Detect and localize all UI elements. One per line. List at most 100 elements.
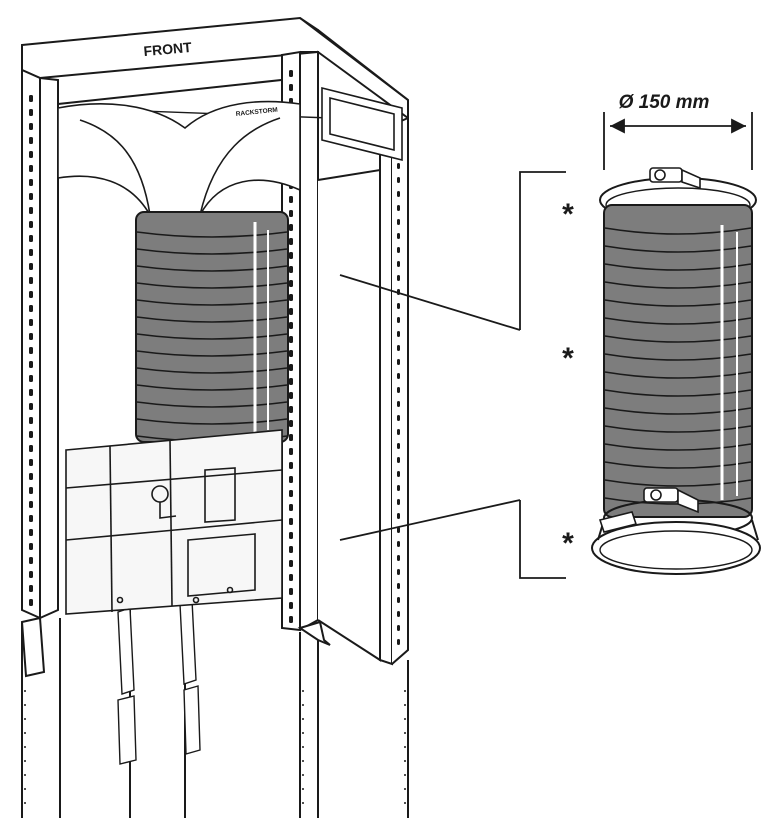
duct-rib xyxy=(136,282,288,289)
perforation-hole xyxy=(397,177,400,183)
perforation-hole xyxy=(302,704,304,706)
perforation-hole xyxy=(397,275,400,281)
perforation-hole xyxy=(397,485,400,491)
callout-mark-middle: * xyxy=(562,342,574,375)
perforation-hole xyxy=(397,499,400,505)
perforation-hole xyxy=(24,788,26,790)
perforation-hole xyxy=(397,387,400,393)
perforation-hole xyxy=(29,249,33,256)
clamp-screw-bottom xyxy=(598,487,699,533)
perforation-hole xyxy=(24,774,26,776)
perforation-hole xyxy=(289,322,293,329)
perforation-hole xyxy=(24,746,26,748)
duct-rib xyxy=(136,418,288,425)
perforation-hole xyxy=(289,574,293,581)
perforation-hole xyxy=(29,235,33,242)
perforation-hole xyxy=(29,137,33,144)
perforation-hole xyxy=(29,571,33,578)
duct-rib xyxy=(136,231,288,238)
perforation-hole xyxy=(29,179,33,186)
perforation-hole xyxy=(289,294,293,301)
perforation-hole xyxy=(397,625,400,631)
clamp-screw-top xyxy=(649,167,701,190)
perforation-hole xyxy=(397,163,400,169)
perforation-hole xyxy=(289,406,293,413)
perforation-hole xyxy=(302,746,304,748)
perforation-hole xyxy=(289,364,293,371)
perforation-hole xyxy=(289,602,293,609)
perforation-hole xyxy=(289,280,293,287)
perforation-hole xyxy=(397,471,400,477)
perforation-hole xyxy=(289,70,293,77)
duct-rib xyxy=(136,299,288,306)
duct-rib xyxy=(604,281,752,289)
perforation-hole xyxy=(29,263,33,270)
duct-rib xyxy=(604,389,752,397)
perforation-hole xyxy=(397,331,400,337)
perforation-hole xyxy=(29,123,33,130)
duct-rib xyxy=(136,248,288,255)
perforation-hole xyxy=(404,732,406,734)
perforation-hole xyxy=(289,350,293,357)
perforation-hole xyxy=(29,151,33,158)
perforation-hole xyxy=(397,233,400,239)
duct-rib xyxy=(604,461,752,469)
rack-flex-duct xyxy=(135,211,289,443)
perforation-hole xyxy=(302,788,304,790)
duct-rib xyxy=(604,425,752,433)
perforation-hole xyxy=(289,546,293,553)
duct-rib xyxy=(136,350,288,357)
perforation-hole xyxy=(24,732,26,734)
perforation-hole xyxy=(29,529,33,536)
perforation-hole xyxy=(397,597,400,603)
perforation-hole xyxy=(29,459,33,466)
perforation-hole xyxy=(397,247,400,253)
perforation-hole xyxy=(397,373,400,379)
duct-rib xyxy=(604,443,752,451)
perforation-hole xyxy=(302,774,304,776)
perforation-hole xyxy=(289,378,293,385)
perforation-hole xyxy=(29,599,33,606)
perforation-hole xyxy=(397,611,400,617)
perforation-hole xyxy=(24,704,26,706)
perforation-hole xyxy=(404,774,406,776)
perforation-hole xyxy=(397,541,400,547)
perforation-hole xyxy=(29,347,33,354)
duct-rib xyxy=(604,353,752,361)
duct-rib xyxy=(604,479,752,487)
leader-lines xyxy=(339,274,521,541)
perforation-hole xyxy=(404,788,406,790)
perforation-hole xyxy=(397,345,400,351)
perforation-hole xyxy=(397,205,400,211)
perforation-hole xyxy=(289,420,293,427)
front-label: FRONT xyxy=(143,39,193,59)
perforation-hole xyxy=(289,588,293,595)
perforation-hole xyxy=(302,690,304,692)
perforation-hole xyxy=(404,746,406,748)
perforation-hole xyxy=(29,333,33,340)
perforation-hole xyxy=(29,165,33,172)
perforation-hole xyxy=(289,476,293,483)
perforation-hole xyxy=(397,443,400,449)
perforation-hole xyxy=(289,518,293,525)
perforation-hole xyxy=(289,504,293,511)
perforation-hole xyxy=(29,291,33,298)
perforation-hole xyxy=(397,191,400,197)
perforation-hole xyxy=(289,462,293,469)
ceiling-air-unit xyxy=(57,86,403,216)
callout-bracket xyxy=(519,171,566,579)
perforation-hole xyxy=(289,196,293,203)
perforation-hole xyxy=(29,445,33,452)
perforation-hole xyxy=(29,557,33,564)
perforation-hole xyxy=(24,690,26,692)
perforation-hole xyxy=(29,487,33,494)
duct-rib xyxy=(604,317,752,325)
perforation-hole xyxy=(289,210,293,217)
perforation-hole xyxy=(29,473,33,480)
perforation-hole xyxy=(289,560,293,567)
perforation-hole xyxy=(29,431,33,438)
perforation-hole xyxy=(29,403,33,410)
perforation-hole xyxy=(289,490,293,497)
perforation-hole xyxy=(289,308,293,315)
duct-rib xyxy=(136,384,288,391)
